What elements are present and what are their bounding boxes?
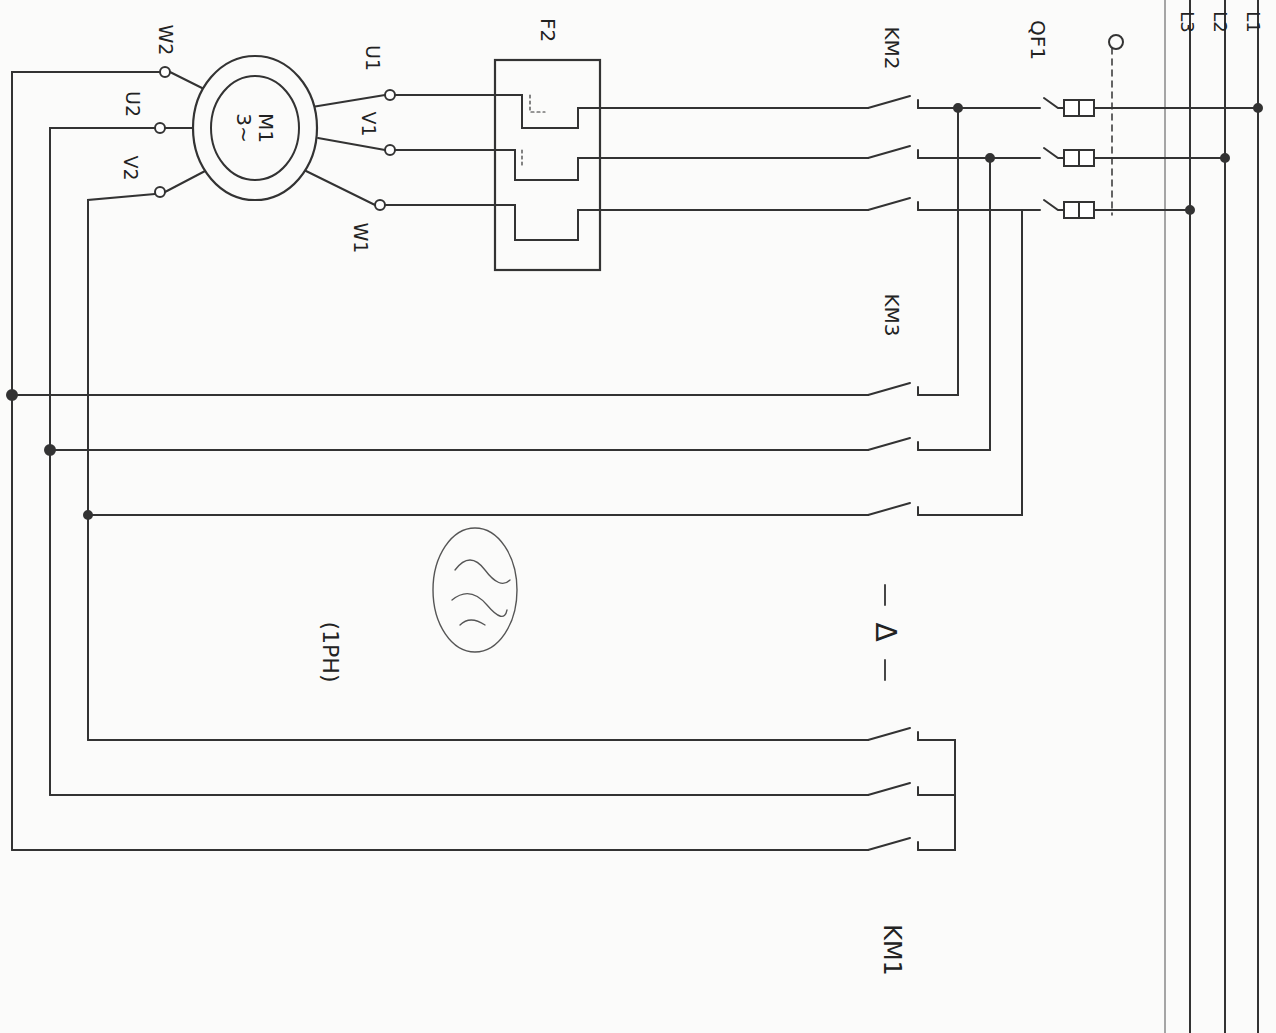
motor-name: M1 3~ (233, 106, 277, 150)
terminal-label: U2 (123, 91, 142, 117)
contactor-label: KM1 (880, 924, 904, 976)
contactor-label: KM3 (882, 293, 902, 336)
phase-label: L3 (1178, 11, 1196, 32)
terminal-label: W2 (156, 25, 175, 56)
contactor-label: KM2 (882, 26, 902, 69)
phase-label: L2 (1211, 11, 1229, 32)
terminal-label: V2 (121, 155, 140, 180)
terminal-label: U1 (363, 45, 382, 71)
phase-label: L1 (1244, 11, 1262, 32)
relay-label: F2 (538, 18, 558, 42)
delta-mark: Δ (871, 622, 899, 641)
breaker-label: QF1 (1028, 20, 1048, 60)
motor-circle: M1 3~ (191, 54, 319, 202)
terminal-label: V1 (359, 111, 378, 136)
motor-text: M1 3~ (233, 106, 277, 150)
terminal-label: W1 (351, 223, 370, 254)
note-label: (1PH) (319, 622, 341, 683)
